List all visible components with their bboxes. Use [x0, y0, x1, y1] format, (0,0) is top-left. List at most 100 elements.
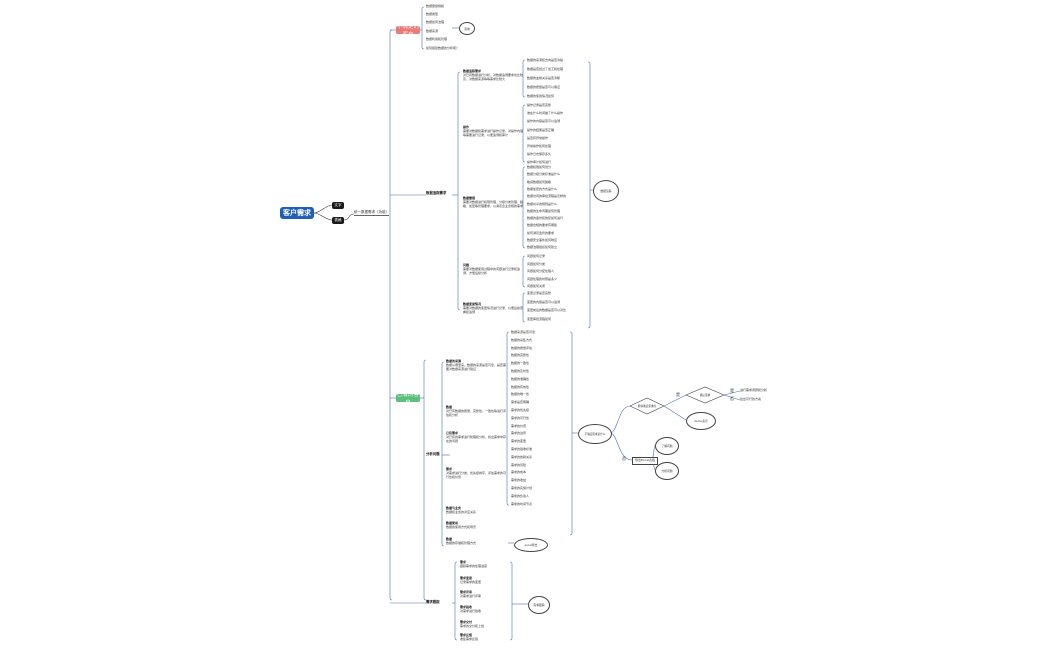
detail-item: 数据的使用情况如何	[527, 94, 555, 98]
detail-item: 数据共享的规则是什么	[527, 201, 558, 206]
detail-item: 数据合规的要求有哪些	[527, 223, 558, 228]
detail-item: 数据治理组织如何建立	[527, 245, 558, 250]
ex-group-desc: 对已有数据的质量、完整性、一致性等进行评估和分析	[446, 409, 507, 417]
detail-item: 问题如何关闭	[527, 284, 546, 288]
ex-detail-item: 需求的优先级	[511, 408, 530, 412]
ex-detail-item: 数据的采集方式	[511, 337, 533, 342]
detail-item: 问题如何记录	[527, 254, 546, 258]
detail-item: 是否有异常操作	[527, 135, 549, 140]
follow-desc: 记录需求的变更	[460, 580, 482, 584]
ex-detail-item: 需求的边界	[511, 431, 527, 436]
topic-unknown[interactable]: 不清楚的客户	[396, 24, 420, 38]
root-node[interactable]: 客户需求	[280, 207, 314, 219]
follow-desc: 对需求进行评审	[460, 594, 482, 598]
ex-detail-item: 需求的成本	[511, 470, 527, 475]
detail-item: 数据是否经过了加工和处理	[527, 67, 564, 71]
detail-item: 数据的生命周期如何管理	[527, 208, 561, 213]
detail-item: 数据的备份和恢复如何进行	[527, 216, 564, 221]
topic-follow[interactable]: 需求跟踪	[426, 600, 440, 604]
ex-group-title: 已有需求	[446, 431, 459, 435]
summary-node[interactable]: 统一数据需求（功能）	[354, 210, 389, 216]
ex-detail-item: 需求的负责人	[511, 493, 530, 498]
follow-title: 需求交付	[460, 620, 473, 624]
bracket	[509, 561, 513, 641]
connector	[723, 394, 741, 401]
detail-item: 数据的质量是否可以保证	[527, 85, 561, 89]
follow-title: 需求变更	[460, 576, 473, 580]
tag-text[interactable]: 文字	[332, 202, 344, 209]
unknown-item: 数据量级规模	[426, 4, 445, 8]
bracket	[522, 59, 526, 98]
detail-item: 数据加密的方式是什么	[527, 186, 558, 191]
detail-item: 数据安全事件如何响应	[527, 238, 558, 242]
group-desc: 需要对数据使用过程中的问题进行记录和追溯，方便后续分析	[463, 267, 521, 275]
group-title: 操作	[463, 125, 470, 129]
detail-item: 操作日志保存多久	[527, 152, 552, 157]
bracket	[522, 166, 526, 249]
follow-desc: 收集需求反馈	[460, 637, 479, 641]
diamond-1[interactable]: 能够确定需求的	[637, 405, 657, 408]
ex-detail-item: 需求的依赖关系	[511, 454, 533, 459]
detail-item: 变更审批流程如何	[527, 316, 552, 321]
excel-box[interactable]: 导出Excel表格	[632, 457, 658, 465]
data-oval[interactable]: 数据追踪	[593, 180, 619, 202]
oval-a[interactable]: 了解问题	[655, 437, 679, 455]
connector	[609, 405, 631, 434]
ex-detail-item: 需求是否明确	[511, 400, 530, 405]
detail-item: 变更前后的数据是否可以对比	[527, 308, 567, 312]
group-title: 数据管理	[463, 196, 476, 200]
ex-detail-item: 数据的完整性	[511, 353, 530, 358]
bracket	[454, 561, 458, 641]
connector	[343, 213, 355, 221]
ex-group-desc: 数据从哪里来，数据的来源是否可靠，是否需要对数据来源进行验证	[446, 363, 507, 371]
follow-title: 需求	[460, 560, 467, 564]
topic-existing[interactable]: 已有的客户	[396, 392, 420, 406]
tag-table[interactable]: 表格	[332, 217, 344, 224]
topic-data[interactable]: 数据追踪需求	[426, 191, 447, 195]
connector	[663, 405, 687, 421]
flow-out: 给出可行的方案	[740, 397, 762, 401]
yes-label: 是	[676, 392, 680, 397]
flow-start[interactable]: 不确定需求是什么	[578, 424, 612, 444]
group-desc: 需要对数据进行权限管理、分级分类管理、脱敏、加密等管理要求，以满足企业合规的需求	[463, 200, 524, 208]
detail-item: 敏感数据如何脱敏	[527, 179, 552, 184]
unknown-item: 数据来源	[426, 29, 439, 33]
bracket	[587, 61, 591, 329]
detail-item: 问题如何分配处理人	[527, 269, 555, 273]
detail-item: 问题处理的时限是多少	[527, 276, 558, 281]
ex-group-title: 数据使用	[446, 521, 459, 525]
oval-b[interactable]: 分析问题	[655, 462, 679, 480]
follow-desc: 跟踪需求的处理进度	[460, 564, 488, 568]
detail-item: 数据的血缘关系是否清晰	[527, 76, 561, 80]
unknown-item: 数据类型	[426, 12, 439, 16]
bracket	[522, 292, 526, 323]
connector	[609, 432, 633, 461]
excel-oval[interactable]: excel导出	[514, 538, 548, 552]
detail-item: 操作审计如何进行	[527, 160, 552, 165]
bracket	[423, 359, 427, 601]
unknown-item: 如何组建数据的分析呢？	[426, 46, 460, 50]
group-title: 问题	[463, 263, 470, 267]
bracket	[457, 71, 461, 311]
ex-detail-item: 需求的验收标准	[511, 447, 533, 451]
unknown-oval[interactable]: 需求	[459, 22, 475, 35]
ex-detail-item: 需求的风险	[511, 462, 527, 467]
detail-item: 问题如何分类	[527, 261, 546, 266]
yes-label: 是	[730, 388, 734, 393]
follow-title: 需求评审	[460, 590, 473, 594]
demo-oval[interactable]: demo演示	[686, 412, 716, 430]
ex-group-title: 数据	[446, 405, 453, 409]
ex-detail-item: 数据来源是否可靠	[511, 330, 536, 334]
topic-analysis[interactable]: 分析问题	[426, 452, 440, 456]
ex-detail-item: 数据的准确性	[511, 376, 530, 381]
unknown-item: 数据如何治理	[426, 20, 445, 24]
ex-detail-item: 需求的时间节点	[511, 501, 533, 506]
detail-item: 如何满足监管的要求	[527, 230, 555, 235]
detail-item: 变更记录是否完整	[527, 291, 552, 295]
ex-group-desc: 对已有的需求进行梳理和分析，找出需求中存在的问题	[446, 435, 507, 443]
diamond-2[interactable]: 确认需求	[699, 394, 711, 397]
ex-group-title: 需求	[446, 467, 453, 471]
follow-oval[interactable]: 需求跟踪	[528, 596, 550, 614]
connector	[313, 204, 333, 214]
